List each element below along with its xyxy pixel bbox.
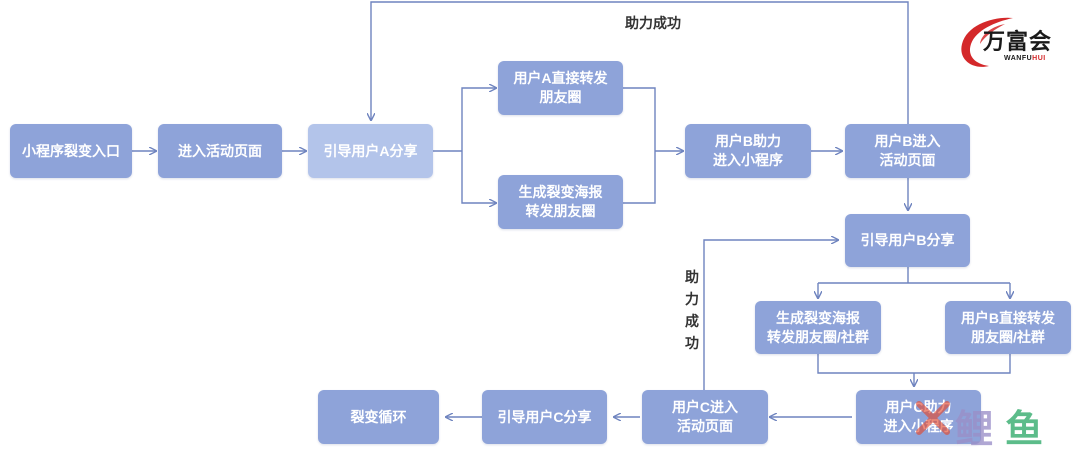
node-generate-poster-b: 生成裂变海报 转发朋友圈/社群: [755, 301, 881, 354]
logo-sub-1: WANFU: [1004, 55, 1033, 62]
node-user-a-forward-moments: 用户A直接转发 朋友圈: [498, 61, 623, 115]
node-user-b-forward-moments: 用户B直接转发 朋友圈/社群: [945, 301, 1071, 354]
label-side-loop-success: 助力成功: [683, 266, 701, 354]
watermark: 鲤 鱼: [915, 396, 1065, 451]
edge-split-n5: [461, 151, 496, 203]
node-enter-activity-page: 进入活动页面: [158, 124, 282, 178]
watermark-fish-icon: [915, 396, 951, 440]
logo-wordmark: 万富会: [983, 29, 1053, 55]
logo-sub-2: HUI: [1032, 55, 1046, 62]
node-user-b-assist: 用户B助力 进入小程序: [685, 124, 811, 178]
node-user-c-assist: 用户C助力 进入小程序: [856, 390, 981, 444]
brand-logo: 万富会 WANFUHUI: [955, 14, 1073, 76]
label-top-loop-success: 助力成功: [625, 15, 681, 31]
edge-split-n4: [461, 88, 496, 151]
edge-n4-merge: [623, 87, 656, 151]
label-side-loop-text: 助力成功: [685, 269, 699, 351]
node-fission-loop: 裂变循环: [318, 390, 439, 444]
node-user-b-activity-page: 用户B进入 活动页面: [845, 124, 970, 178]
logo-subtext: WANFUHUI: [1004, 55, 1046, 62]
edge-merge-bottom: [817, 354, 1011, 374]
edge-n5-merge: [623, 151, 656, 204]
node-user-c-activity-page: 用户C进入 活动页面: [642, 390, 768, 444]
logo-swoosh-icon: [961, 17, 1013, 67]
node-guide-user-b-share: 引导用户B分享: [845, 214, 970, 267]
node-miniprogram-entry: 小程序裂变入口: [10, 124, 132, 178]
watermark-char-2: 鱼: [1005, 407, 1044, 451]
node-generate-poster-a: 生成裂变海报 转发朋友圈: [498, 175, 623, 229]
watermark-char-1: 鲤: [955, 407, 994, 451]
node-guide-user-c-share: 引导用户C分享: [482, 390, 607, 444]
node-guide-user-a-share: 引导用户A分享: [308, 124, 433, 178]
